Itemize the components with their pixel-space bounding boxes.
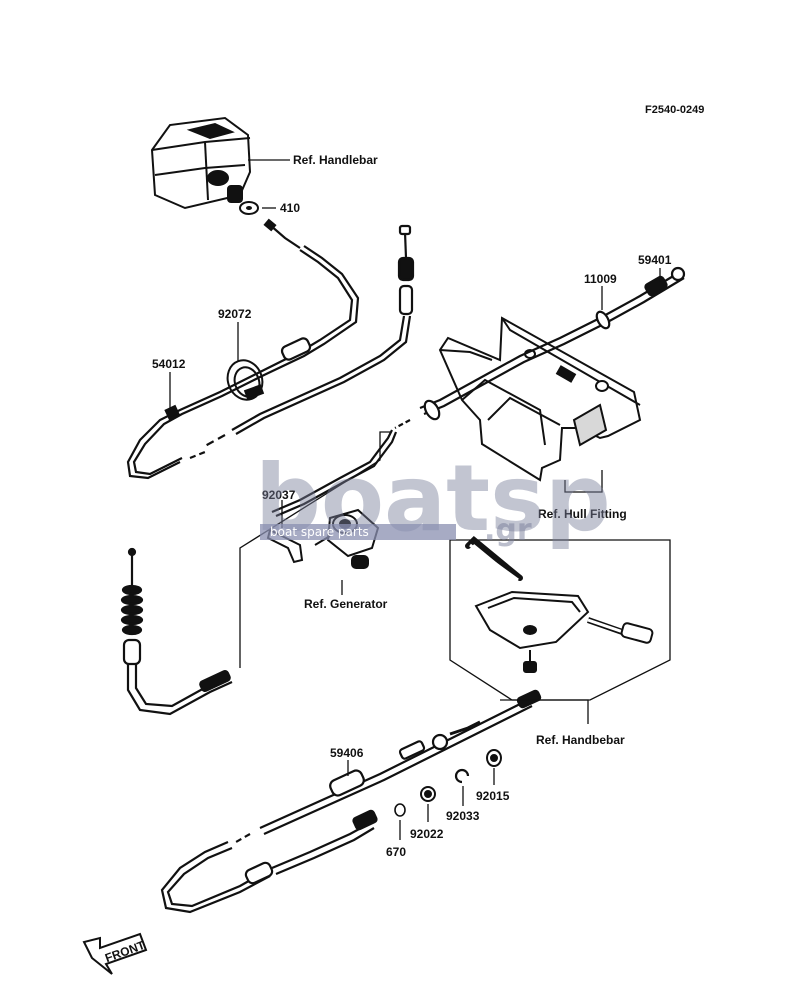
- part-92072-label: 92072: [218, 307, 252, 321]
- part-92033-label: 92033: [446, 809, 480, 823]
- ref-hull-fitting: Ref. Hull Fitting: [538, 507, 627, 521]
- leader-hull-fitting: [564, 470, 603, 493]
- watermark-tagline: boat spare parts: [270, 525, 369, 539]
- part-410-label: 410: [280, 201, 300, 215]
- part-92015-nut: [486, 749, 502, 785]
- leader-handlebar-bottom: [500, 699, 589, 724]
- watermark-band: [260, 524, 456, 540]
- throttle-housing: [150, 116, 252, 210]
- part-670-label: 670: [386, 845, 406, 859]
- part-54012-label: 54012: [152, 357, 186, 371]
- cable-54012: [126, 218, 360, 480]
- cable-bellows: [120, 547, 233, 716]
- hull-fitting: [438, 316, 642, 482]
- ref-generator: Ref. Generator: [304, 597, 388, 611]
- part-59406-label: 59406: [330, 746, 364, 760]
- part-92022-label: 92022: [410, 827, 444, 841]
- part-92033-clip: [454, 768, 470, 806]
- front-arrow: FRONT: [82, 932, 147, 975]
- part-11009-label: 11009: [584, 272, 617, 286]
- cable-59401: [394, 266, 686, 429]
- cable-generator: [271, 429, 398, 518]
- part-92022-washer: [420, 786, 436, 822]
- diagram-code: F2540-0249: [645, 104, 704, 116]
- part-92015-label: 92015: [476, 789, 510, 803]
- ref-handlebar-top: Ref. Handlebar: [293, 153, 378, 167]
- handlebar-box: [449, 539, 671, 701]
- part-92037-label: 92037: [262, 488, 296, 502]
- watermark-domain: .gr: [484, 513, 532, 548]
- cable-59406: [160, 689, 542, 914]
- watermark: boatsp boat spare parts .gr: [255, 445, 611, 552]
- ref-handlebar-bottom: Ref. Handbebar: [536, 733, 625, 747]
- part-59401-label: 59401: [638, 253, 672, 267]
- part-410-washer: [239, 201, 276, 215]
- leader-generator-cable: [239, 431, 390, 668]
- cable-throttle-2: [204, 224, 415, 447]
- steering-handlebar: [465, 535, 654, 673]
- part-670-ring: [394, 803, 406, 840]
